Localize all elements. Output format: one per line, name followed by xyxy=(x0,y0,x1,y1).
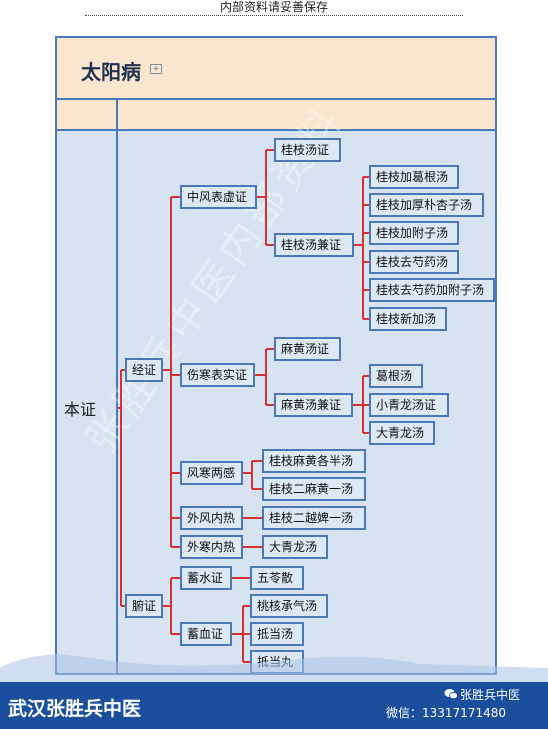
diagram-title: 太阳病 xyxy=(81,60,141,84)
node-guizhi-tang-zheng[interactable]: 桂枝汤证 xyxy=(274,138,341,162)
node-daqinglong-tang[interactable]: 大青龙汤 xyxy=(369,421,435,445)
node-wuling-san[interactable]: 五苓散 xyxy=(250,566,304,590)
node-fenghan-lianggan[interactable]: 风寒两感 xyxy=(180,461,243,485)
node-guizhi-er-yuebi-yi[interactable]: 桂枝二越婢一汤 xyxy=(262,506,366,530)
expand-icon[interactable]: + xyxy=(150,64,162,74)
footer-brush-decoration xyxy=(0,654,548,682)
header-rule xyxy=(85,15,463,16)
node-gegen-tang[interactable]: 葛根汤 xyxy=(369,364,423,388)
footer-bar xyxy=(0,682,548,729)
footer-wechat-id: 微信：13317171480 xyxy=(386,706,506,720)
node-waifeng-neire[interactable]: 外风内热 xyxy=(180,506,243,530)
node-waihan-neire[interactable]: 外寒内热 xyxy=(180,535,243,559)
node-guizhi-qu-shaoyao-jia-fuzi[interactable]: 桂枝去芍药加附子汤 xyxy=(369,278,495,302)
column-divider xyxy=(116,100,118,675)
header-subband xyxy=(57,100,495,131)
title-band: 太阳病 + xyxy=(57,38,495,100)
footer-account-name: 张胜兵中医 xyxy=(460,688,521,702)
node-zhongfeng-biaoxu[interactable]: 中风表虚证 xyxy=(180,185,257,209)
row-label-benzheng: 本证 xyxy=(64,400,97,419)
node-fuzheng[interactable]: 腑证 xyxy=(125,594,163,618)
node-guizhi-tang-jianzheng[interactable]: 桂枝汤兼证 xyxy=(274,233,354,257)
node-guizhi-jia-fuzi[interactable]: 桂枝加附子汤 xyxy=(369,221,459,245)
node-mahuang-tang-zheng[interactable]: 麻黄汤证 xyxy=(274,337,341,361)
wechat-icon xyxy=(444,689,458,700)
node-xuxue-zheng[interactable]: 蓄血证 xyxy=(180,622,232,646)
node-jingzheng[interactable]: 经证 xyxy=(125,358,163,382)
node-guizhi-er-mahuang-yi[interactable]: 桂枝二麻黄一汤 xyxy=(262,477,366,501)
footer-brand-title: 武汉张胜兵中医 xyxy=(8,698,142,720)
node-shanghan-biaoshi[interactable]: 伤寒表实证 xyxy=(180,363,255,387)
node-xiaoqinglong-tang-zheng[interactable]: 小青龙汤证 xyxy=(369,393,449,417)
node-guizhi-xinjia[interactable]: 桂枝新加汤 xyxy=(369,307,447,331)
node-didang-tang[interactable]: 抵当汤 xyxy=(250,622,304,646)
node-guizhi-qu-shaoyao[interactable]: 桂枝去芍药汤 xyxy=(369,250,459,274)
node-mahuang-tang-jianzheng[interactable]: 麻黄汤兼证 xyxy=(274,393,353,417)
footer: 武汉张胜兵中医 张胜兵中医 微信：13317171480 xyxy=(0,648,548,729)
node-guizhi-mahuang-geban[interactable]: 桂枝麻黄各半汤 xyxy=(262,449,366,473)
document-notice: 内部资料请妥善保存 xyxy=(219,0,328,14)
connector-lines xyxy=(118,149,369,663)
node-xushui-zheng[interactable]: 蓄水证 xyxy=(180,566,232,590)
node-guizhi-jia-houpo-xingzi[interactable]: 桂枝加厚朴杏子汤 xyxy=(369,193,484,217)
node-guizhi-jia-gegen[interactable]: 桂枝加葛根汤 xyxy=(369,165,459,189)
node-daqinglong-tang-2[interactable]: 大青龙汤 xyxy=(262,535,328,559)
node-taohe-chengqi-tang[interactable]: 桃核承气汤 xyxy=(250,594,328,618)
